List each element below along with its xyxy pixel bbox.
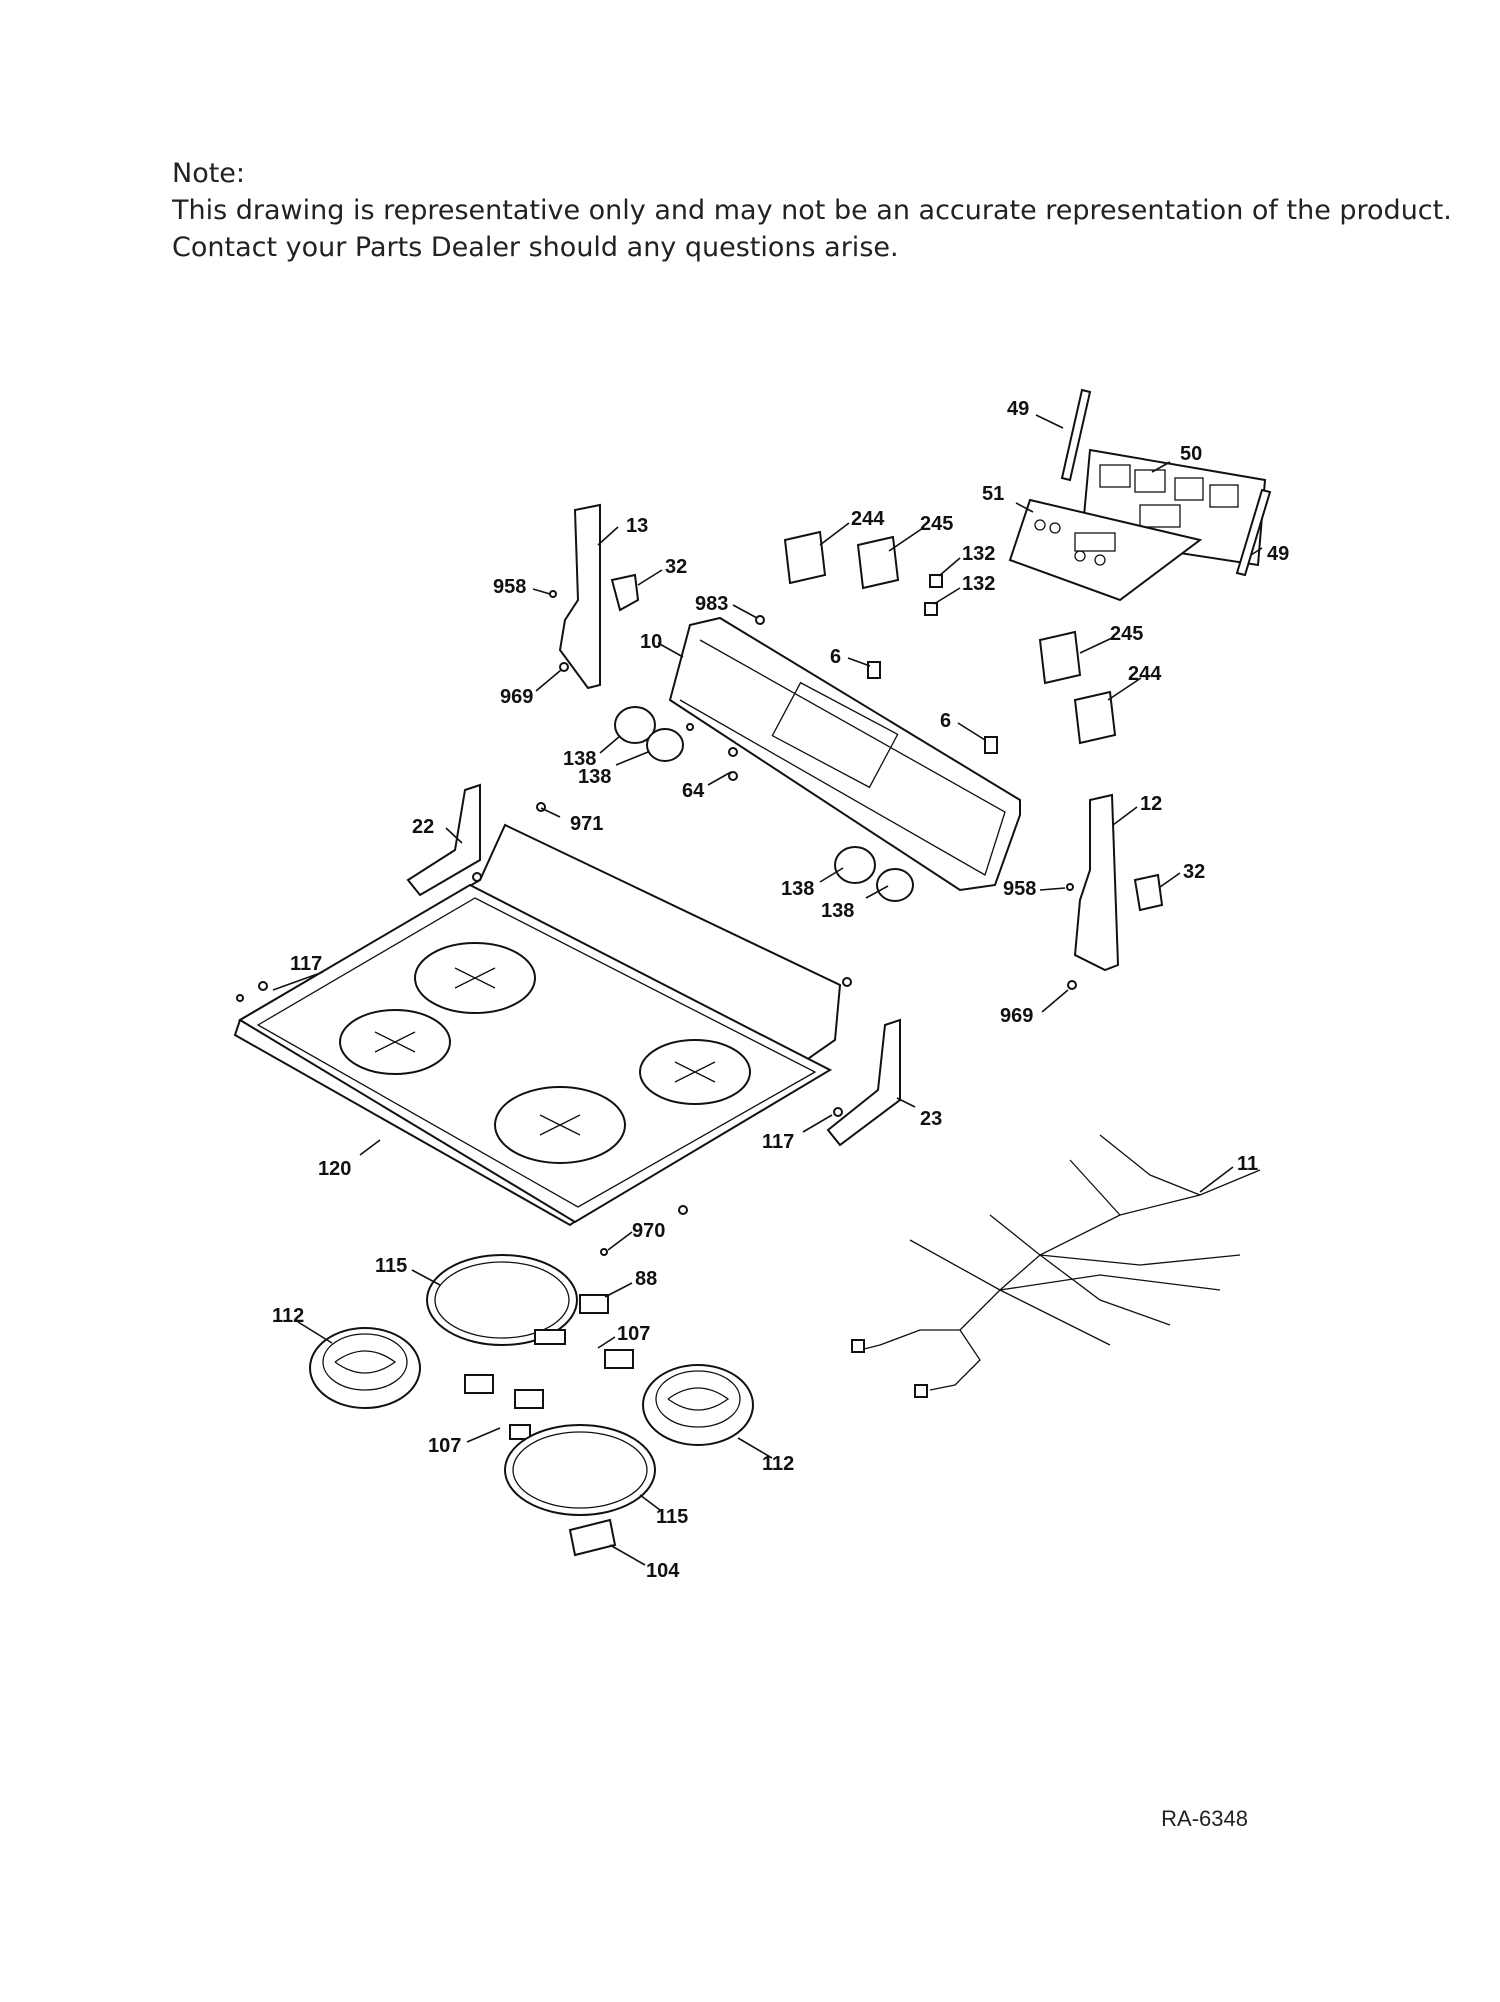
screws bbox=[236, 590, 1077, 1256]
callout-138: 138 bbox=[563, 748, 596, 770]
callout-107-lower: 107 bbox=[428, 1435, 461, 1457]
callout-51: 51 bbox=[982, 483, 1004, 505]
callout-138-d: 138 bbox=[821, 900, 854, 922]
callout-23: 23 bbox=[920, 1108, 942, 1130]
control-overlay-51 bbox=[1008, 498, 1203, 602]
callout-244-lower: 244 bbox=[1128, 663, 1162, 685]
callout-12: 12 bbox=[1140, 793, 1162, 815]
callout-983: 983 bbox=[695, 593, 728, 615]
callout-958: 958 bbox=[493, 576, 526, 598]
knobs-138 bbox=[614, 706, 914, 902]
callout-49-right: 49 bbox=[1267, 543, 1289, 565]
hinge-32 bbox=[610, 573, 1164, 912]
switch-244-245-upper bbox=[783, 530, 900, 590]
radiant-element-115-lower bbox=[504, 1424, 656, 1516]
side-trim-12 bbox=[1073, 793, 1120, 972]
callout-11: 11 bbox=[1237, 1153, 1258, 1175]
callout-117: 117 bbox=[290, 953, 322, 975]
indicator-lamp-132 bbox=[924, 574, 943, 616]
bracket-22 bbox=[406, 783, 481, 897]
callout-22: 22 bbox=[412, 816, 434, 838]
callout-6: 6 bbox=[830, 646, 841, 668]
callout-10: 10 bbox=[640, 631, 662, 653]
radiant-element-112-left bbox=[309, 1327, 421, 1409]
bracket-49 bbox=[1060, 388, 1272, 577]
radiant-element-112-right bbox=[642, 1364, 754, 1446]
note-line-1: This drawing is representative only and … bbox=[172, 195, 1452, 226]
callout-970: 970 bbox=[632, 1220, 665, 1242]
callout-138-b: 138 bbox=[578, 766, 611, 788]
callout-50: 50 bbox=[1180, 443, 1202, 465]
callout-115-lower: 115 bbox=[656, 1506, 688, 1528]
callout-958-right: 958 bbox=[1003, 878, 1036, 900]
radiant-element-115-upper bbox=[426, 1254, 578, 1346]
note-block: Note: This drawing is representative onl… bbox=[172, 155, 1452, 266]
callout-138-c: 138 bbox=[781, 878, 814, 900]
terminal-blocks-88-107 bbox=[464, 1294, 634, 1440]
callout-88: 88 bbox=[635, 1268, 657, 1290]
callout-132-lower: 132 bbox=[962, 573, 995, 595]
callout-117-right: 117 bbox=[762, 1131, 794, 1153]
callout-112-right: 112 bbox=[762, 1453, 794, 1475]
callout-115: 115 bbox=[375, 1255, 407, 1277]
callout-245: 245 bbox=[920, 513, 953, 535]
bracket-104 bbox=[568, 1518, 617, 1557]
callout-969: 969 bbox=[500, 686, 533, 708]
callout-971: 971 bbox=[570, 813, 603, 835]
callout-104: 104 bbox=[646, 1560, 680, 1582]
callout-107: 107 bbox=[617, 1323, 650, 1345]
callout-labels: 49 50 51 49 244 245 132 132 13 32 958 98… bbox=[272, 398, 1289, 1582]
switch-244-245-lower bbox=[1038, 630, 1117, 745]
callout-245-lower: 245 bbox=[1110, 623, 1143, 645]
callout-132: 132 bbox=[962, 543, 995, 565]
drawing-reference: RA-6348 bbox=[1161, 1806, 1248, 1831]
callout-32-right: 32 bbox=[1183, 861, 1205, 883]
callout-13: 13 bbox=[626, 515, 648, 537]
callout-64: 64 bbox=[682, 780, 705, 802]
callout-244: 244 bbox=[851, 508, 885, 530]
backguard-10 bbox=[668, 616, 1021, 892]
cooktop-glass-120 bbox=[233, 823, 842, 1227]
leader-lines bbox=[272, 414, 1263, 1566]
callout-49: 49 bbox=[1007, 398, 1029, 420]
callout-32: 32 bbox=[665, 556, 687, 578]
callout-112: 112 bbox=[272, 1305, 304, 1327]
note-line-2: Contact your Parts Dealer should any que… bbox=[172, 232, 899, 263]
callout-6-lower: 6 bbox=[940, 710, 951, 732]
callout-969-right: 969 bbox=[1000, 1005, 1033, 1027]
callout-120: 120 bbox=[318, 1158, 351, 1180]
bracket-23 bbox=[826, 1018, 901, 1147]
wire-harness-11 bbox=[851, 1134, 1261, 1398]
note-title: Note: bbox=[172, 158, 246, 189]
side-trim-13 bbox=[558, 503, 601, 690]
